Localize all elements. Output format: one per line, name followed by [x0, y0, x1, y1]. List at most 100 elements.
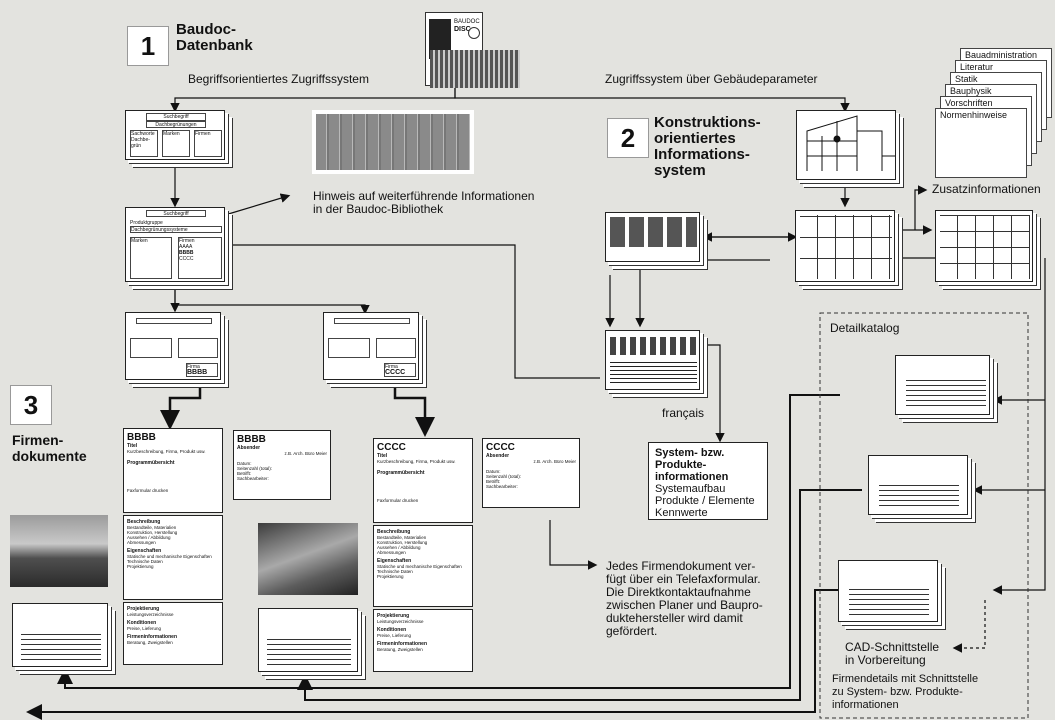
section1-title: Baudoc- Datenbank [176, 22, 253, 54]
docB-d2: Seitenzahl (total): [237, 466, 273, 471]
hint-line2: in der Baudoc-Bibliothek [313, 202, 444, 216]
docC-p1: Leistungsverzeichnisse [377, 619, 424, 624]
screen2-col1: Marken [130, 237, 172, 279]
docB-proj: Projektierung [127, 606, 160, 612]
cad-label: CAD-Schnittstelle in Vorbereitung [845, 641, 939, 667]
section1-title-line2: Datenbank [176, 37, 253, 54]
docB-d4: Sachbearbeiter: [237, 476, 269, 481]
section2-title-line2: orientiertes [654, 130, 736, 147]
screen2-group: Produktgruppe [130, 220, 163, 226]
section2-title-line1: Konstruktions- [654, 114, 761, 131]
hint-label: Hinweis auf weiterführende Informationen… [313, 190, 534, 216]
detail-sheet-hatch [610, 361, 697, 383]
section3-title-line2: dokumente [12, 448, 87, 464]
roof-detail-center [258, 608, 358, 672]
docB-e1: Statische und mechanische Eigenschaften [127, 554, 212, 559]
docB-b3: Aussehen / Abbildung [127, 535, 171, 540]
roof-center-layers [267, 639, 351, 665]
system-title-line2: Produkte- [655, 459, 707, 471]
icon-grid-cells [800, 215, 892, 279]
docB-d1: Datum: [237, 461, 252, 466]
docB-eig: Eigenschaften [127, 548, 162, 554]
docC-fax: Faxformular drucken [377, 498, 419, 503]
catalog3-layers [849, 589, 929, 615]
docC-proj: Projektierung [377, 613, 410, 619]
telefax-line3: Die Direktkontaktaufnahme [606, 585, 751, 599]
binders-spines [316, 114, 470, 170]
disc-label: BAUDOC [454, 19, 480, 25]
system-line2: Produkte / Elemente [655, 495, 755, 507]
screen1-field: Dachbegrünungen [146, 121, 206, 128]
selection-icon-strip [605, 212, 700, 262]
docC-b1: Bestandteile, Materialien [377, 535, 427, 540]
screen1-head: Suchbegriff [146, 113, 206, 121]
section2-title: Konstruktions- orientiertes Informations… [654, 115, 761, 179]
telefax-line2: fügt über ein Telefaxformular. [606, 572, 761, 586]
catalog-detail-3 [838, 560, 938, 622]
section2-title-line3: Informations- [654, 146, 750, 163]
telefax-line1: Jedes Firmendokument ver- [606, 559, 756, 573]
binder-row-top [430, 50, 520, 88]
docC-proj-page: Projektierung Leistungsverzeichnisse Kon… [373, 609, 473, 672]
system-line3: Kennwerte [655, 507, 708, 519]
detail-sheet-top [610, 337, 697, 355]
left-access-label: Begriffsorientiertes Zugriffssystem [188, 72, 369, 86]
docB-b4: Abmessungen [127, 540, 156, 545]
docC-title-page: CCCC Titel Kurzbeschreibung, Firma, Prod… [373, 438, 473, 523]
docC-titel: Titel [377, 453, 388, 459]
screen2-head: Suchbegriff [146, 210, 206, 217]
docC-eig: Eigenschaften [377, 558, 412, 564]
docC-fax-page: CCCC Absender z.B. Arch. Büro Meier Datu… [482, 438, 580, 508]
telefax-line4: zwischen Planer und Baupro- [606, 598, 763, 612]
zusatz-label: Zusatzinformationen [932, 182, 1041, 196]
docB-firm: Firmeninformationen [127, 634, 178, 640]
system-title-line1: System- bzw. [655, 447, 725, 459]
firmdetails-line2: zu System- bzw. Produkte- [832, 686, 963, 698]
zusatz-tab-normenhinweise: Normenhinweise [935, 108, 1027, 178]
docC-abs-text: z.B. Arch. Büro Meier [533, 459, 576, 464]
docC-e3: Projektierung [377, 574, 404, 579]
roof-detail-left [12, 603, 108, 667]
docB-title-page: BBBB Titel Kurzbeschreibung, Firma, Prod… [123, 428, 223, 513]
catalog2-layers [879, 481, 959, 506]
docC-prog: Programmübersicht [377, 470, 425, 476]
section1-title-line1: Baudoc- [176, 21, 236, 38]
firmdetails-line1: Firmendetails mit Schnittstelle [832, 673, 979, 685]
docB-prog: Programmübersicht [127, 460, 175, 466]
screen1-col2: Marken [162, 130, 190, 157]
screen4-left [328, 338, 370, 358]
docC-titel-text: Kurzbeschreibung, Firma, Produkt usw. [377, 459, 456, 464]
docB-titel: Titel [127, 443, 138, 449]
search-screen-2: Suchbegriff Produktgruppe Dachbegrünungs… [125, 207, 225, 282]
catalog1-layers [906, 376, 986, 406]
docC-b4: Abmessungen [377, 550, 406, 555]
docC-f1: Beratung, Zweigstellen [377, 647, 423, 652]
telefax-note: Jedes Firmendokument ver- fügt über ein … [606, 560, 763, 638]
docB-b1: Bestandteile, Materialien [127, 525, 177, 530]
telefax-line5: duktehersteller wird damit [606, 611, 743, 625]
docB-absender: Absender [237, 445, 261, 451]
docC-desc-page: Beschreibung Bestandteile, Materialien K… [373, 525, 473, 607]
docC-absender: Absender [486, 453, 510, 459]
docC-d1: Datum: [486, 469, 501, 474]
screen3-bar [136, 318, 212, 324]
docB-name: BBBB [127, 432, 156, 443]
docB-k1: Preise, Lieferung [127, 626, 162, 631]
disc-dark-block [429, 19, 451, 59]
system-info-box: System- bzw. Produkte- informationen Sys… [648, 442, 768, 520]
docB-desc-page: Beschreibung Bestandteile, Materialien K… [123, 515, 223, 600]
docB-e2: Technische Daten [127, 559, 163, 564]
zusatz-icon-grid [935, 210, 1033, 282]
docC-b2: Konstruktion, Herstellung [377, 540, 428, 545]
detailkatalog-label: Detailkatalog [830, 321, 900, 335]
section2-title-line4: system [654, 162, 706, 179]
screen1-col3: Firmen [194, 130, 222, 157]
docB-kond: Konditionen [127, 620, 157, 626]
docC-b3: Aussehen / Abbildung [377, 545, 421, 550]
docB-f1: Beratung, Zweigstellen [127, 640, 173, 645]
